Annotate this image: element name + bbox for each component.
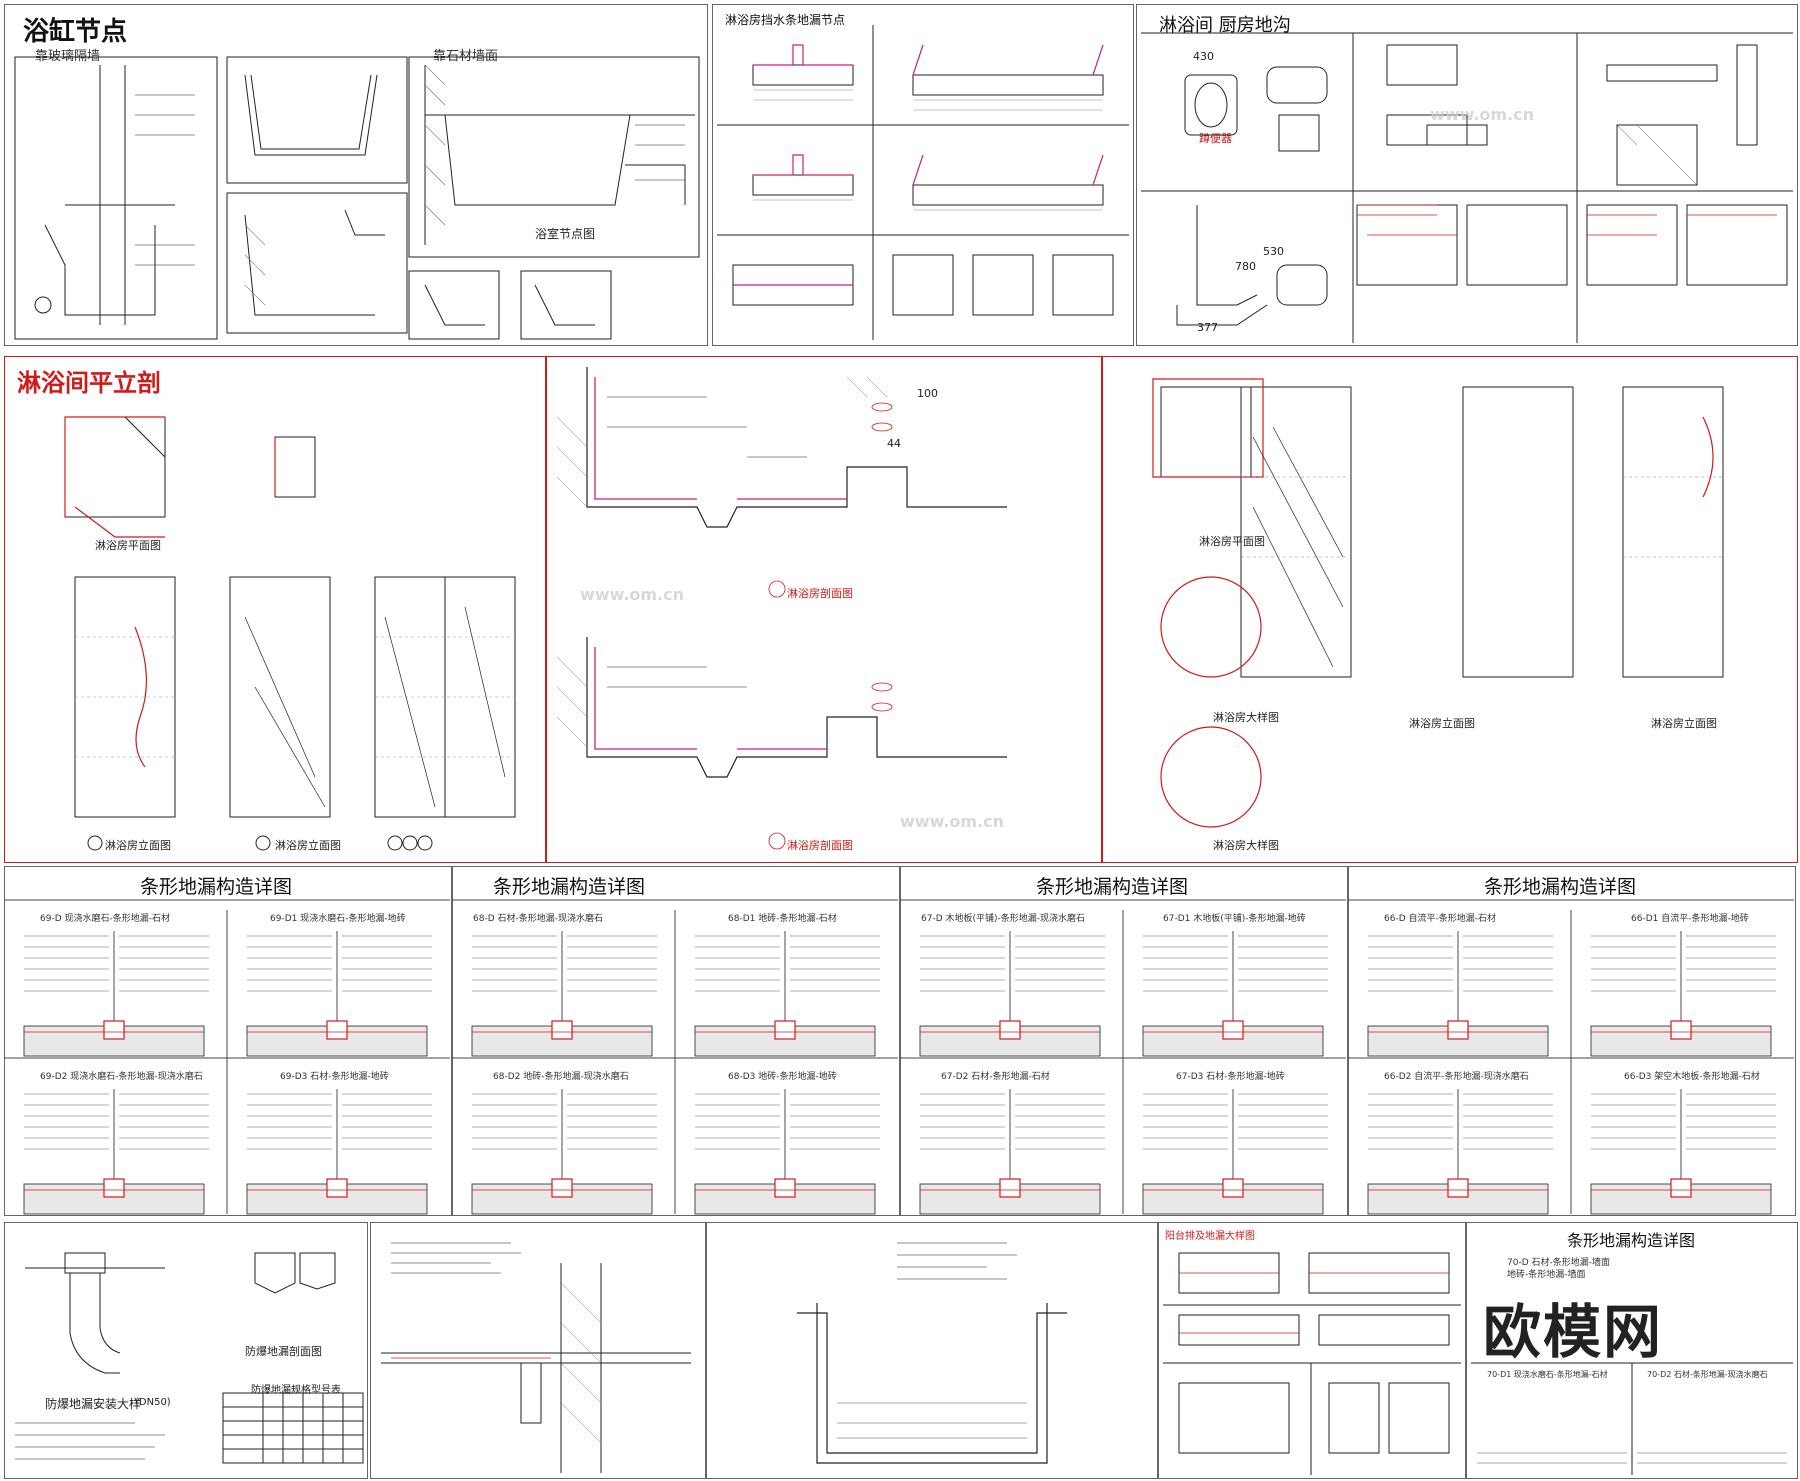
shower-plan-panel: 淋浴间平立剖 淋浴房平面图 淋浴房立面图 淋浴房立面图 bbox=[4, 356, 546, 863]
strip-drain-block-1: 条形地漏构造详图 69-D 现浇水磨石-条形地漏-石材 69-D1 现浇水磨石-… bbox=[4, 866, 452, 1216]
wall-drain-panel bbox=[370, 1222, 706, 1479]
waterbar-drawings bbox=[717, 25, 1129, 340]
strip-last-item-3: 70-D1 现浇水磨石-条形地漏-石材 bbox=[1487, 1370, 1608, 1379]
bathtub-caption: 浴室节点图 bbox=[535, 227, 596, 241]
watermark-2: www.om.cn bbox=[1430, 105, 1535, 124]
shower-section-cap-c: 淋浴房剖面图 bbox=[787, 839, 853, 852]
shower-section-panel: 淋浴房剖面图 淋浴房剖面图 100 44 bbox=[546, 356, 1102, 863]
shower-plan-cap3: 淋浴房立面图 bbox=[275, 839, 341, 852]
shower-kitchen-title: 淋浴间 厨房地沟 bbox=[1159, 15, 1291, 36]
shower-plan-title: 淋浴间平立剖 bbox=[17, 369, 161, 397]
strip-drain-2-item-3: 68-D2 地砖-条形地漏-现浇水磨石 bbox=[493, 1072, 629, 1082]
strip-drain-3-item-4: 67-D3 石材-条形地漏-地砖 bbox=[1176, 1072, 1285, 1082]
strip-drain-4-item-2: 66-D1 自流平-条形地漏-地砖 bbox=[1631, 914, 1749, 924]
shower-waterbar-panel: 淋浴房挡水条地漏节点 bbox=[712, 4, 1134, 346]
strip-drain-title-3: 条形地漏构造详图 bbox=[1036, 876, 1189, 898]
brand-logo: 欧模网 bbox=[1483, 1298, 1664, 1366]
strip-last-panel: 条形地漏构造详图 70-D 石材-条形地漏-墙面 地砖-条形地漏-墙面 70-D… bbox=[1466, 1222, 1798, 1479]
strip-drain-2-item-4: 68-D3 地砖-条形地漏-地砖 bbox=[728, 1072, 837, 1082]
strip-drain-block-3: 条形地漏构造详图 67-D 木地板(平铺)-条形地漏-现浇水磨石 67-D1 木… bbox=[900, 866, 1348, 1216]
strip-drain-1-item-4: 69-D3 石材-条形地漏-地砖 bbox=[280, 1072, 389, 1082]
floor-drain-caption: 防爆地漏安装大样 bbox=[45, 1397, 142, 1411]
strip-drain-3-item-3: 67-D2 石材-条形地漏-石材 bbox=[941, 1072, 1050, 1082]
balcony-title: 阳台排及地漏大样图 bbox=[1165, 1231, 1255, 1242]
strip-drain-4-item-1: 66-D 自流平-条形地漏-石材 bbox=[1384, 914, 1496, 924]
watermark-3: www.om.cn bbox=[900, 812, 1005, 831]
strip-drain-1-item-1: 69-D 现浇水磨石-条形地漏-石材 bbox=[40, 914, 170, 924]
balcony-drawings bbox=[1163, 1252, 1461, 1475]
shower-kitchen-panel: 淋浴间 厨房地沟 蹲便器 430 530 377 780 bbox=[1136, 4, 1798, 346]
strip-last-item-2: 地砖-条形地漏-墙面 bbox=[1507, 1270, 1586, 1280]
wall-drain-drawings bbox=[381, 1242, 691, 1473]
shower-plan-cap2: 淋浴房立面图 bbox=[105, 839, 171, 852]
strip-drain-3-item-1: 67-D 木地板(平铺)-条形地漏-现浇水磨石 bbox=[921, 914, 1086, 924]
shower-detail-cap3: 淋浴房立面图 bbox=[1651, 717, 1717, 730]
strip-last-title: 条形地漏构造详图 bbox=[1567, 1231, 1696, 1250]
bathtub-drawings bbox=[14, 56, 700, 340]
shower-section-drawings bbox=[556, 367, 1007, 850]
strip-drain-title-2: 条形地漏构造详图 bbox=[493, 876, 646, 898]
strip-drain-1-item-3: 69-D2 现浇水磨石-条形地漏-现浇水磨石 bbox=[40, 1072, 203, 1082]
strip-drain-2-item-2: 68-D1 地砖-条形地漏-石材 bbox=[728, 914, 837, 924]
shower-detail-cap-b: 淋浴房大样图 bbox=[1213, 839, 1279, 852]
dim-44: 44 bbox=[887, 437, 901, 450]
dim-100: 100 bbox=[917, 387, 938, 400]
shower-waterbar-title: 淋浴房挡水条地漏节点 bbox=[725, 13, 846, 27]
strip-drain-2-item-1: 68-D 石材-条形地漏-现浇水磨石 bbox=[473, 914, 603, 924]
strip-drain-1-item-2: 69-D1 现浇水磨石-条形地漏-地砖 bbox=[270, 914, 406, 924]
strip-last-item-1: 70-D 石材-条形地漏-墙面 bbox=[1507, 1258, 1610, 1268]
trench-panel bbox=[706, 1222, 1158, 1479]
strip-drain-title-1: 条形地漏构造详图 bbox=[140, 876, 293, 898]
floor-drain-mid-caption: 防爆地漏剖面图 bbox=[245, 1345, 322, 1358]
strip-drain-title-4: 条形地漏构造详图 bbox=[1484, 876, 1637, 898]
shower-detail-drawings bbox=[1152, 378, 1724, 828]
shower-detail-cap2: 淋浴房立面图 bbox=[1409, 717, 1475, 730]
floor-drain-panel: 防爆地漏安装大样 (DN50) 防爆地漏剖面图 防爆地漏规格型号表 bbox=[4, 1222, 368, 1479]
dim-530: 530 bbox=[1263, 245, 1284, 258]
shower-detail-cap-a: 淋浴房大样图 bbox=[1213, 711, 1279, 724]
balcony-panel: 阳台排及地漏大样图 bbox=[1158, 1222, 1466, 1479]
shower-plan-drawings bbox=[64, 416, 516, 851]
watermark-1: www.om.cn bbox=[580, 585, 685, 604]
strip-drain-4-item-3: 66-D2 自流平-条形地漏-现浇水磨石 bbox=[1384, 1072, 1529, 1082]
strip-drain-3-item-2: 67-D1 木地板(平铺)-条形地漏-地砖 bbox=[1163, 914, 1306, 924]
dim-780: 780 bbox=[1235, 260, 1256, 273]
trench-drawings bbox=[797, 1242, 1067, 1464]
bathtub-title: 浴缸节点 bbox=[23, 17, 128, 47]
strip-last-item-4: 70-D2 石材-条形地漏-现浇水磨石 bbox=[1647, 1370, 1768, 1379]
floor-drain-drawings bbox=[15, 1252, 364, 1464]
dim-430: 430 bbox=[1193, 50, 1214, 63]
shower-section-cap-b: 淋浴房剖面图 bbox=[787, 587, 853, 600]
floor-drain-caption-sub: (DN50) bbox=[135, 1397, 171, 1408]
spec-table-title: 防爆地漏规格型号表 bbox=[251, 1385, 341, 1396]
kitchen-drawings bbox=[1141, 32, 1793, 343]
strip-last-drawings bbox=[1471, 1362, 1793, 1475]
shower-detail-panel: 淋浴房平面图 淋浴房立面图 淋浴房立面图 淋浴房大样图 淋浴房大样图 bbox=[1102, 356, 1798, 863]
shower-detail-cap1: 淋浴房平面图 bbox=[1199, 535, 1265, 548]
shower-plan-cap1: 淋浴房平面图 bbox=[95, 539, 161, 552]
strip-drain-block-4: 条形地漏构造详图 66-D 自流平-条形地漏-石材 66-D1 自流平-条形地漏… bbox=[1348, 866, 1796, 1216]
dim-377: 377 bbox=[1197, 321, 1218, 334]
strip-drain-4-item-4: 66-D3 架空木地板-条形地漏-石材 bbox=[1624, 1072, 1760, 1082]
strip-drain-block-2: 条形地漏构造详图 68-D 石材-条形地漏-现浇水磨石 68-D1 地砖-条形地… bbox=[452, 866, 900, 1216]
bathtub-panel: 浴缸节点 靠玻璃隔墙 靠石材墙面 浴室节点图 bbox=[4, 4, 708, 346]
